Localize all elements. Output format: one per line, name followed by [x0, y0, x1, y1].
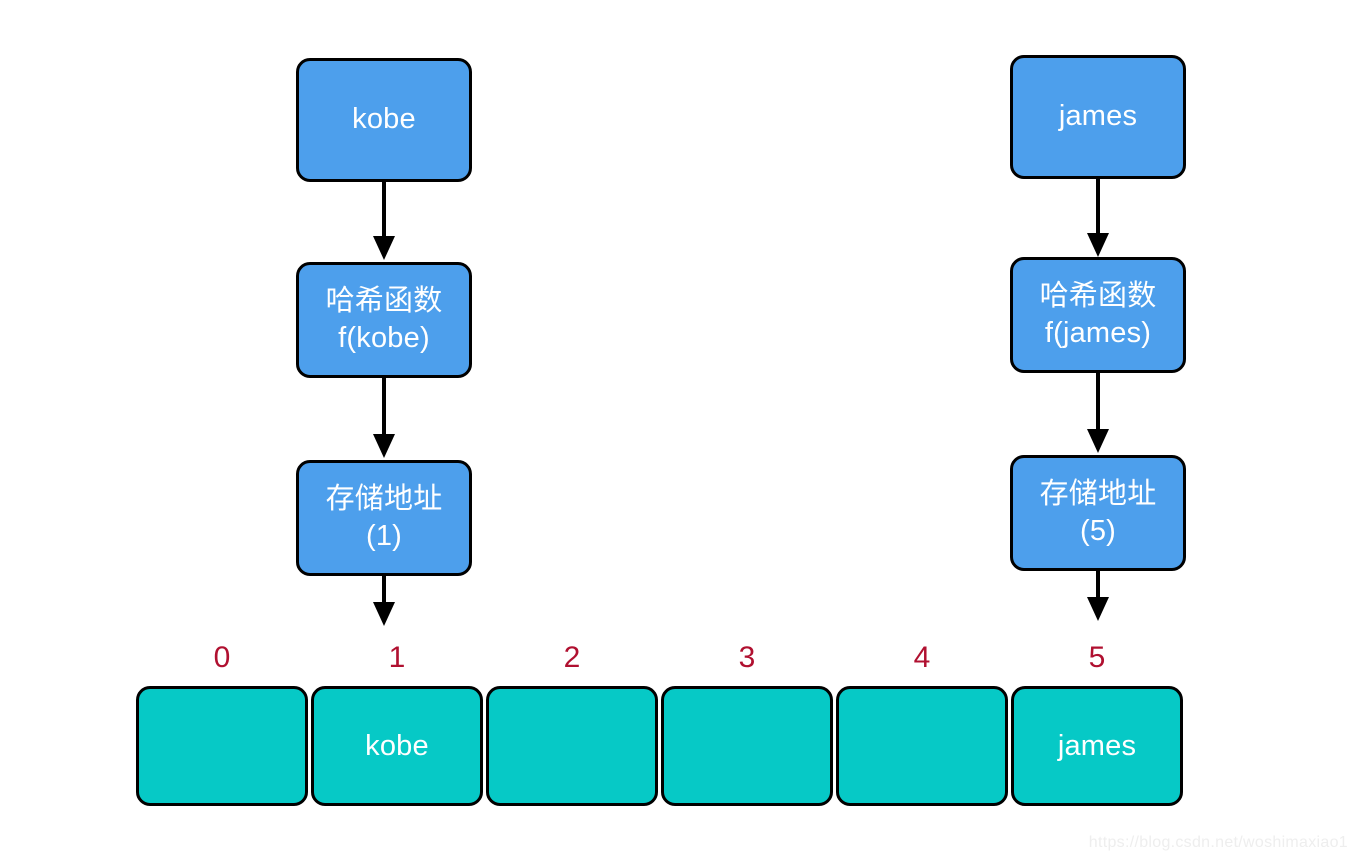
array-slot-2[interactable]: [486, 686, 658, 806]
node-hash-james-line2: f(james): [1044, 317, 1152, 349]
node-hash-james: 哈希函数 f(james): [1010, 257, 1186, 373]
node-hash-kobe: 哈希函数 f(kobe): [296, 262, 472, 378]
node-address-kobe: 存储地址 (1): [296, 460, 472, 576]
node-input-kobe: kobe: [296, 58, 472, 182]
node-input-james: james: [1010, 55, 1186, 179]
node-input-james-label: james: [1058, 100, 1138, 133]
array-slot-1[interactable]: kobe: [311, 686, 483, 806]
node-address-james-line2: (5): [1079, 515, 1117, 547]
node-hash-kobe-line2: f(kobe): [338, 322, 430, 354]
array-index-4: 4: [913, 641, 931, 674]
array-index-5: 5: [1088, 641, 1106, 674]
array-index-3: 3: [738, 641, 756, 674]
arrow-kobe-hash-to-address: [373, 376, 395, 458]
node-hash-kobe-line1: 哈希函数: [325, 284, 443, 317]
array-index-0: 0: [213, 641, 231, 674]
node-address-james-line1: 存储地址: [1039, 477, 1157, 510]
node-address-james: 存储地址 (5): [1010, 455, 1186, 571]
arrow-james-input-to-hash: [1087, 177, 1109, 257]
arrow-kobe-input-to-hash: [373, 180, 395, 260]
arrow-james-hash-to-address: [1087, 371, 1109, 453]
array-slot-3[interactable]: [661, 686, 833, 806]
arrow-james-address-to-slot: [1087, 569, 1109, 621]
array-index-2: 2: [563, 641, 581, 674]
arrow-kobe-address-to-slot: [373, 574, 395, 626]
node-hash-james-line1: 哈希函数: [1039, 279, 1157, 312]
array-slot-0[interactable]: [136, 686, 308, 806]
node-address-kobe-line1: 存储地址: [325, 482, 443, 515]
array-slot-5[interactable]: james: [1011, 686, 1183, 806]
watermark: https://blog.csdn.net/woshimaxiao1: [1088, 834, 1348, 851]
array-slot-4[interactable]: [836, 686, 1008, 806]
node-input-kobe-label: kobe: [352, 103, 416, 136]
node-address-kobe-line2: (1): [365, 520, 403, 552]
array-index-1: 1: [388, 641, 406, 674]
